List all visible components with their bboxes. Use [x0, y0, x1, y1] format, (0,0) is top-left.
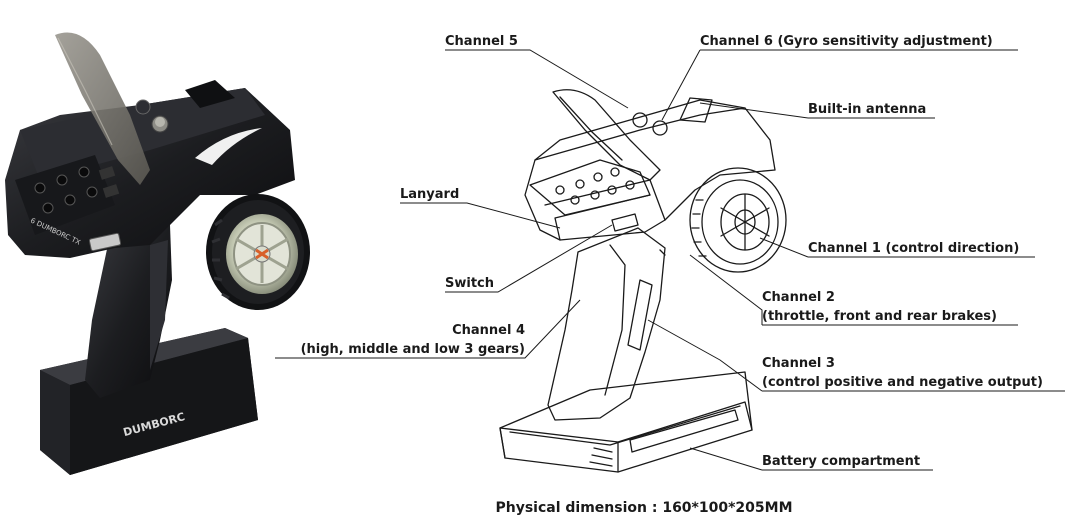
- label-battery: Battery compartment: [762, 454, 921, 469]
- leader-channel5: [445, 49, 629, 109]
- drawing-steering-wheel: [689, 167, 787, 273]
- leader-antenna: [699, 102, 935, 119]
- physical-dimension-text: Physical dimension : 160*100*205MM: [495, 500, 793, 516]
- label-channel6: Channel 6 (Gyro sensitivity adjustment): [700, 34, 993, 49]
- photo-lid: [55, 32, 150, 185]
- label-lanyard: Lanyard: [400, 187, 460, 202]
- label-channel4: Channel 4: [452, 323, 525, 338]
- leader-channel1: [759, 237, 1035, 258]
- label-channel3-detail: (control positive and negative output): [762, 375, 1043, 390]
- physical-dimension: Physical dimension : 160*100*205MM: [0, 500, 1074, 516]
- drawing-base: [499, 371, 753, 473]
- leader-switch: [445, 224, 613, 293]
- drawing-grip: [547, 227, 666, 421]
- drawing-antenna: [679, 97, 713, 123]
- leader-battery: [689, 447, 933, 471]
- label-channel2-detail: (throttle, front and rear brakes): [762, 309, 997, 324]
- leader-channel3: [647, 319, 1065, 392]
- label-channel1: Channel 1 (control direction): [808, 241, 1020, 256]
- transmitter-photo: DUMBORC 6 DUMBORC TX: [5, 32, 310, 475]
- leader-channel6: [661, 49, 1018, 121]
- photo-steering-wheel: [206, 194, 310, 310]
- label-channel3: Channel 3: [762, 356, 835, 371]
- label-antenna: Built-in antenna: [808, 102, 927, 117]
- label-channel4-detail: (high, middle and low 3 gears): [300, 342, 525, 357]
- label-channel5: Channel 5: [445, 34, 518, 49]
- drawing-body: [524, 99, 776, 241]
- label-switch: Switch: [445, 276, 495, 291]
- leader-channel2: [689, 254, 1018, 326]
- drawing-lid: [552, 89, 661, 181]
- label-channel2: Channel 2: [762, 290, 835, 305]
- leader-channel4: [275, 299, 581, 359]
- leader-lanyard: [400, 202, 561, 229]
